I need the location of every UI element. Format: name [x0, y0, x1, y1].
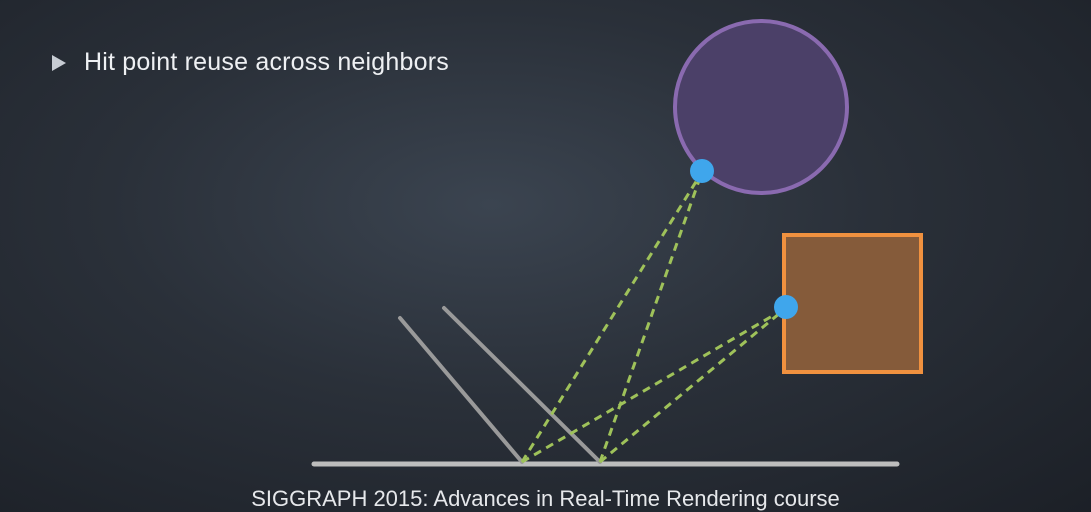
reused-rays [520, 171, 787, 464]
footer-caption: SIGGRAPH 2015: Advances in Real-Time Ren… [251, 486, 840, 511]
triangle-right-bullet-icon [52, 54, 66, 71]
ray-left-to-box [521, 306, 787, 464]
bullet-text: Hit point reuse across neighbors [84, 48, 449, 76]
ray-left-to-sphere [520, 171, 704, 463]
ray-right-to-box [599, 306, 787, 464]
ray-right-to-sphere [598, 171, 704, 463]
orange-box [782, 233, 923, 374]
hit-point-sphere [690, 159, 714, 183]
reflection-line-left [398, 316, 524, 464]
hit-point-box [774, 295, 798, 319]
bullet-item: Hit point reuse across neighbors [52, 48, 449, 77]
reflection-line-right [442, 306, 602, 464]
purple-sphere [673, 19, 849, 195]
